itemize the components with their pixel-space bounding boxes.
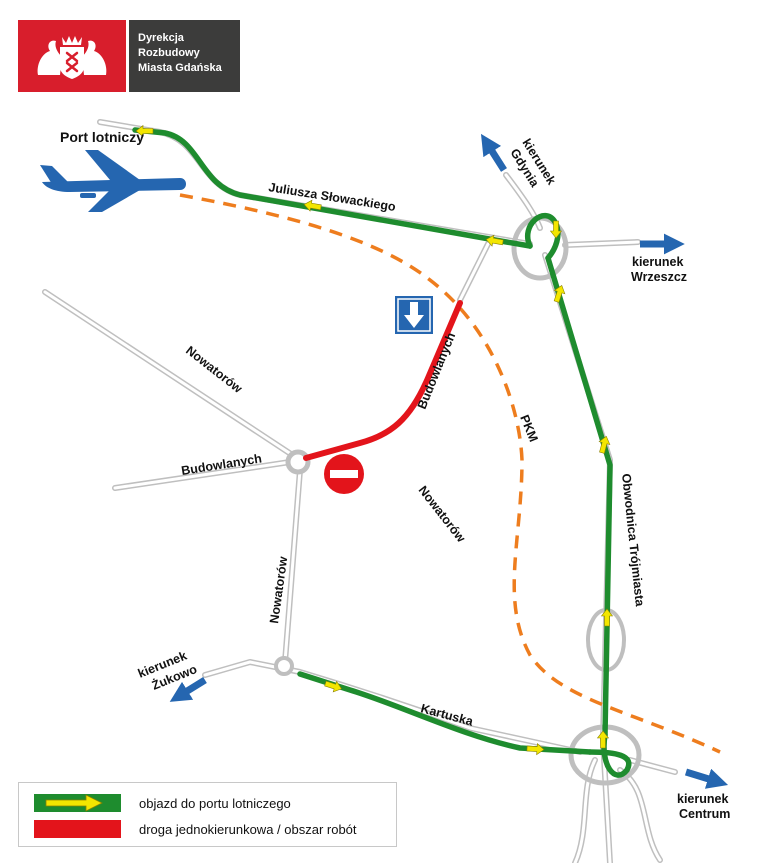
pkm-railway-line bbox=[179, 193, 721, 754]
yellow-arrow-icon bbox=[553, 284, 566, 303]
legend-label-detour: objazd do portu lotniczego bbox=[139, 795, 291, 811]
legend-label-oneway: droga jednokierunkowa / obszar robót bbox=[139, 821, 357, 837]
arrow-to-zukowo-icon bbox=[169, 677, 207, 702]
gdansk-crest-icon bbox=[18, 20, 126, 92]
label-obwodnica: Obwodnica Trójmiasta bbox=[619, 473, 647, 608]
oneway-works-segment bbox=[303, 300, 463, 461]
arrow-to-gdynia-icon bbox=[480, 133, 507, 172]
map-labels: Port lotniczy Juliusza Słowackiego kieru… bbox=[60, 129, 730, 821]
detour-swatch-icon bbox=[34, 794, 121, 812]
yellow-arrow-icon bbox=[485, 234, 504, 247]
roundabout-nowatorow-kartuska bbox=[274, 656, 294, 676]
legend-item-detour: objazd do portu lotniczego bbox=[34, 794, 291, 812]
detour-direction-arrows bbox=[135, 124, 614, 756]
label-centrum-2: Centrum bbox=[679, 807, 730, 821]
detour-slowackiego bbox=[132, 127, 533, 249]
yellow-arrow-icon bbox=[324, 680, 343, 693]
detour-south-loop bbox=[587, 732, 632, 778]
direction-arrows bbox=[169, 133, 729, 789]
map-legend: objazd do portu lotniczego droga jednoki… bbox=[18, 782, 397, 847]
yellow-arrow-icon bbox=[303, 199, 322, 212]
one-way-sign-icon bbox=[395, 296, 433, 334]
label-pkm: PKM bbox=[517, 413, 540, 444]
org-name-line-1: Dyrekcja bbox=[138, 32, 184, 44]
label-nowatorow-center: Nowatorów bbox=[416, 483, 469, 545]
yellow-arrow-icon bbox=[600, 608, 614, 627]
organization-logo: Dyrekcja Rozbudowy Miasta Gdańska bbox=[18, 20, 240, 92]
label-port-lotniczy: Port lotniczy bbox=[60, 129, 144, 145]
no-entry-sign-icon bbox=[324, 454, 364, 494]
label-budowlanych-diag: Budowlanych bbox=[415, 331, 458, 412]
yellow-arrow-icon bbox=[598, 435, 611, 454]
yellow-arrow-icon bbox=[135, 124, 154, 138]
legend-item-oneway: droga jednokierunkowa / obszar robót bbox=[34, 820, 357, 838]
yellow-arrow-icon bbox=[596, 730, 610, 749]
label-centrum-1: kierunek bbox=[677, 792, 728, 806]
detour-route bbox=[132, 127, 632, 778]
yellow-arrow-icon bbox=[549, 220, 563, 239]
label-wrzeszcz-1: kierunek bbox=[632, 255, 683, 269]
airplane-icon bbox=[40, 150, 186, 212]
org-name-line-3: Miasta Gdańska bbox=[138, 62, 222, 74]
yellow-arrow-icon bbox=[526, 743, 545, 756]
detour-kartuska bbox=[297, 671, 593, 755]
roundabout-budowlanych bbox=[285, 449, 311, 475]
detour-obwodnica bbox=[545, 255, 613, 738]
oneway-swatch-icon bbox=[34, 820, 121, 838]
arrow-to-centrum-icon bbox=[684, 768, 729, 789]
label-wrzeszcz-2: Wrzeszcz bbox=[631, 270, 687, 284]
organization-name: Dyrekcja Rozbudowy Miasta Gdańska bbox=[129, 20, 240, 92]
org-name-line-2: Rozbudowy bbox=[138, 47, 200, 59]
